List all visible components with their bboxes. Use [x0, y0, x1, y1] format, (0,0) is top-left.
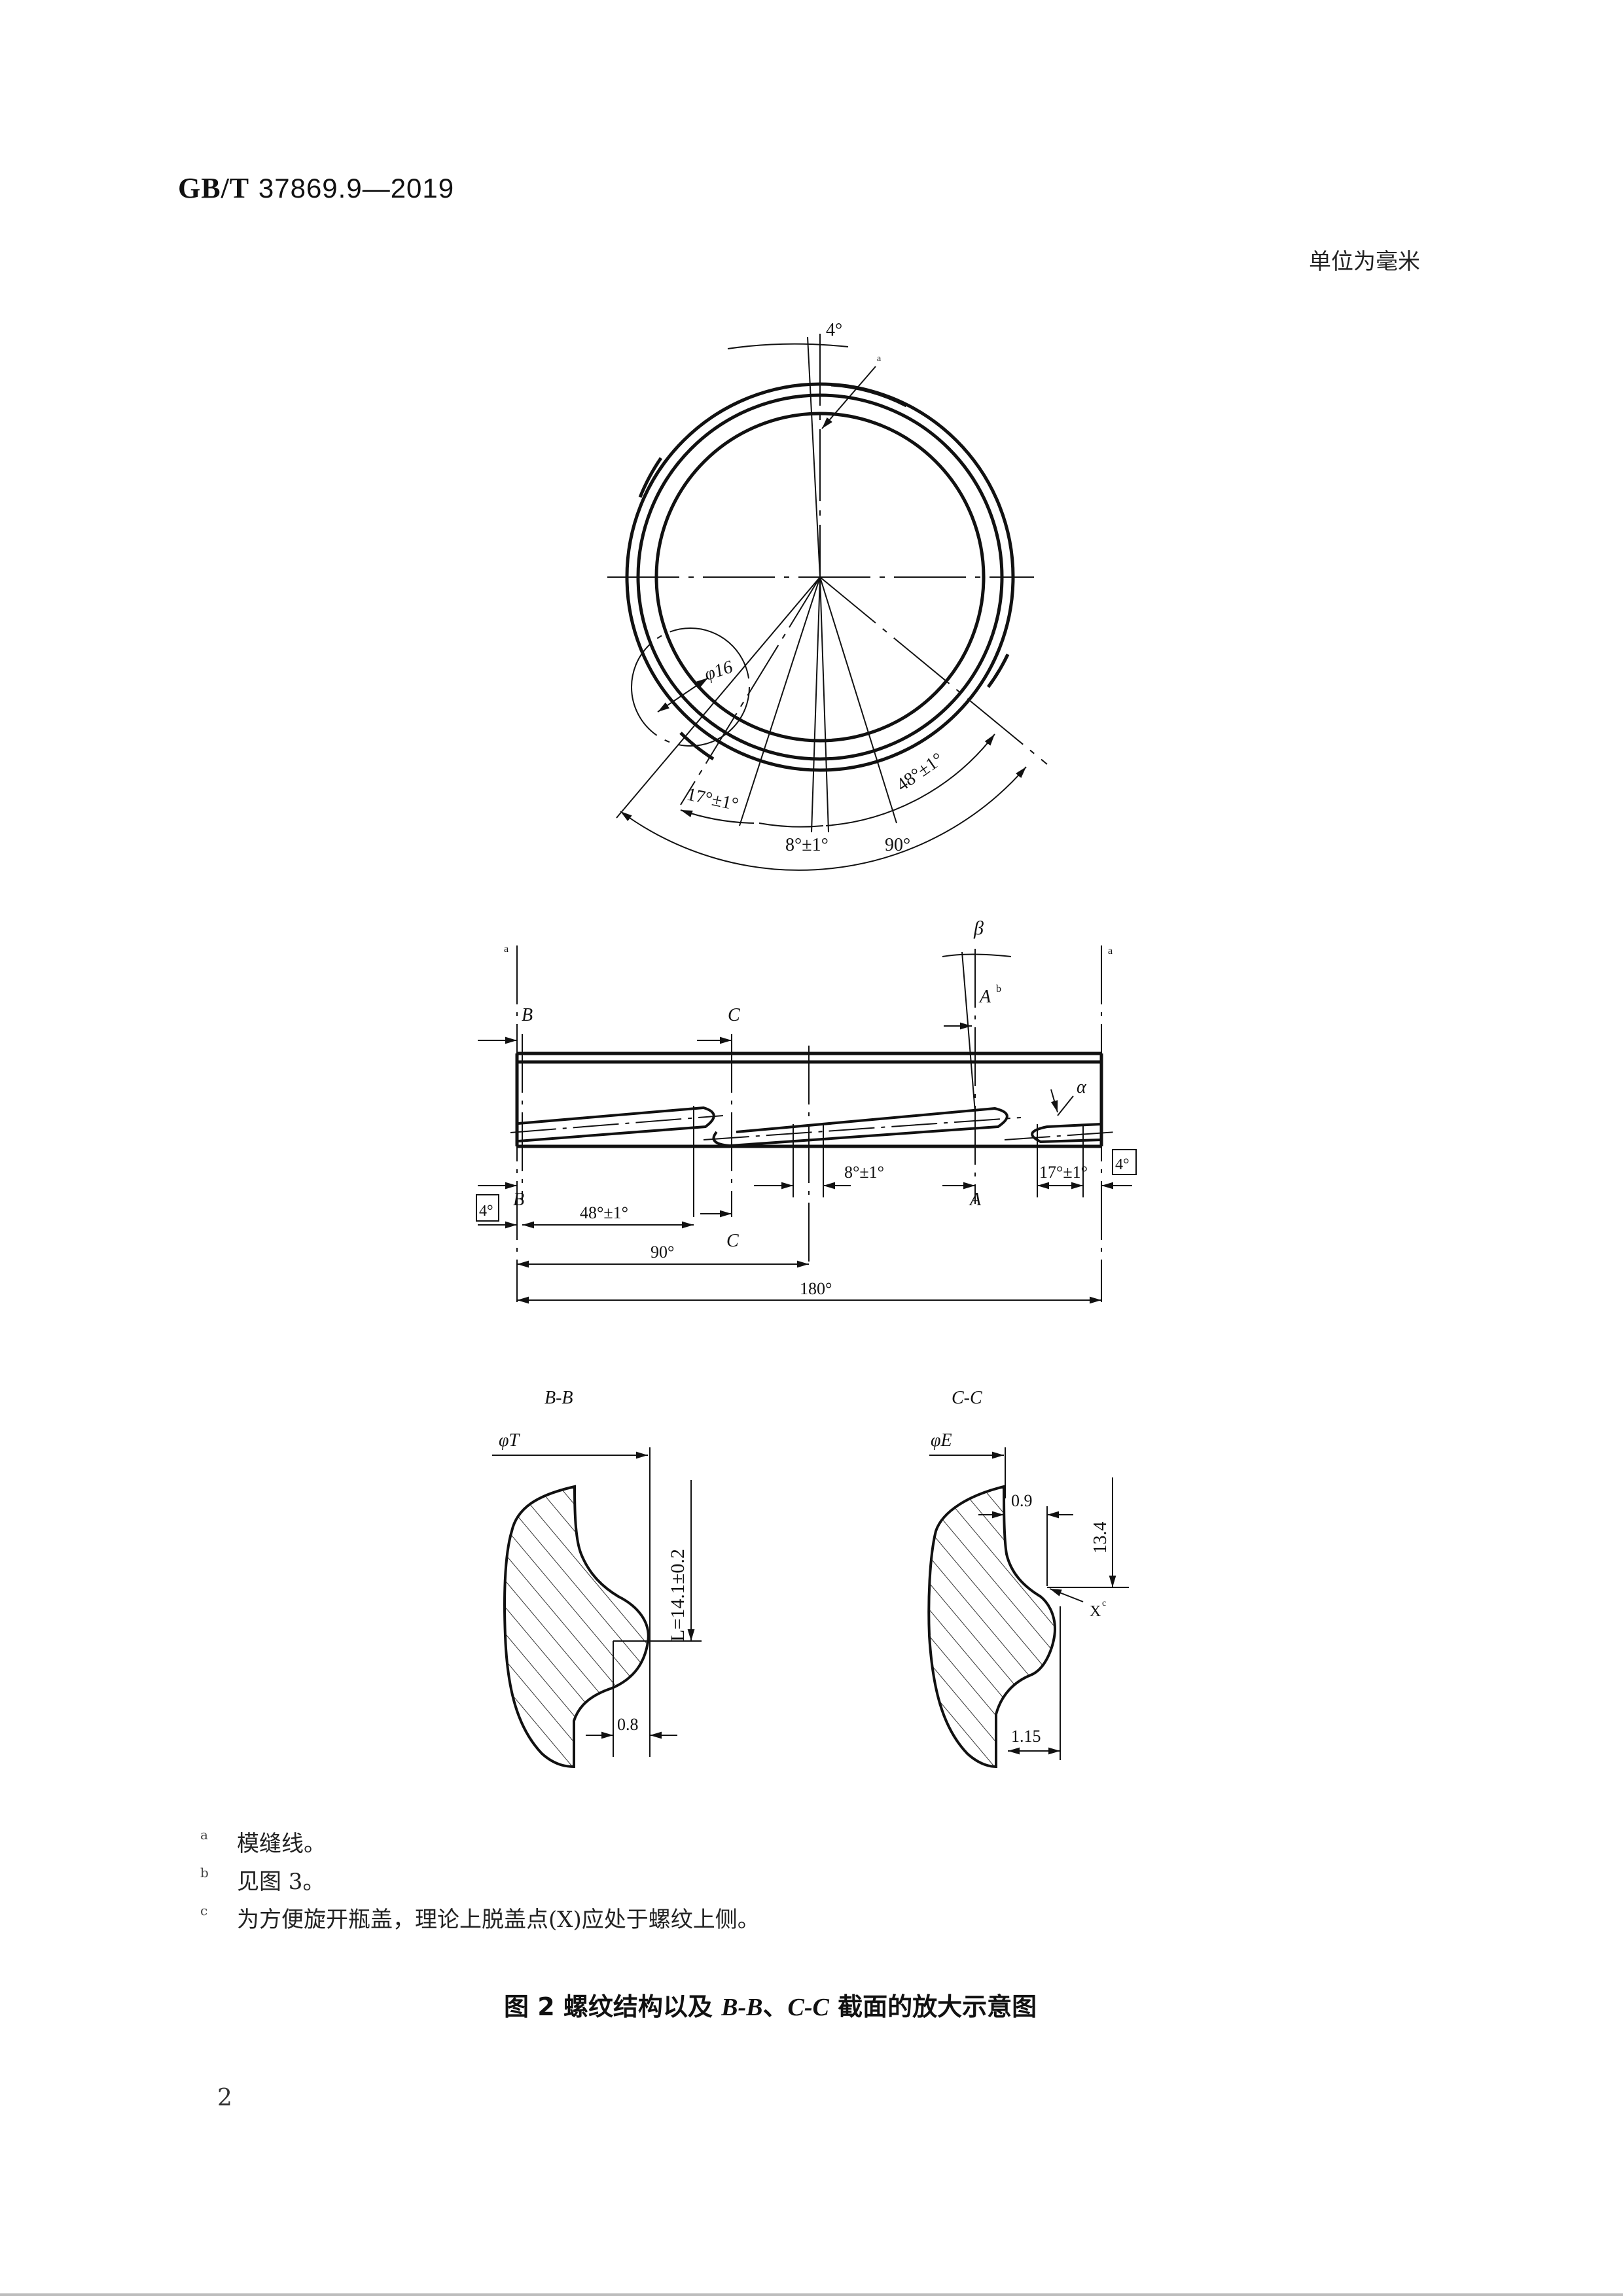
svg-text:8°±1°: 8°±1°: [844, 1163, 884, 1182]
svg-text:A: A: [969, 1190, 982, 1210]
footnote-text: 见图 3。: [237, 1869, 325, 1895]
top-view: [607, 334, 1048, 871]
svg-text:17°±1°: 17°±1°: [685, 785, 740, 815]
svg-text:B: B: [513, 1190, 524, 1210]
svg-text:C-C: C-C: [952, 1388, 982, 1408]
development-view: [476, 945, 1137, 1304]
svg-text:0.9: 0.9: [1011, 1491, 1033, 1510]
svg-text:0.8: 0.8: [617, 1715, 639, 1734]
svg-text:α: α: [1077, 1077, 1087, 1097]
svg-text:4°: 4°: [479, 1203, 493, 1220]
svg-text:48°±1°: 48°±1°: [893, 749, 947, 796]
footnote-mark: a: [200, 1827, 208, 1843]
footnote-mark: b: [200, 1865, 209, 1881]
unit-note: 单位为毫米: [1309, 249, 1420, 275]
page-bottom-edge: [0, 2293, 1623, 2296]
svg-text:φE: φE: [931, 1430, 952, 1451]
footnotes: a 模缝线。 b 见图 3。 c 为方便旋开瓶盖，理论上脱盖点(X)应处于螺纹上…: [200, 1826, 760, 1939]
svg-text:8°±1°: 8°±1°: [785, 835, 829, 855]
svg-text:17°±1°: 17°±1°: [1039, 1163, 1088, 1182]
svg-text:180°: 180°: [800, 1279, 832, 1298]
svg-text:C: C: [728, 1005, 740, 1025]
svg-text:b: b: [996, 983, 1001, 995]
svg-text:L=14.1±0.2: L=14.1±0.2: [667, 1549, 688, 1642]
development-view-labels: a a β A b α B B C C A 4° 4° 48°±1° 90° 1…: [479, 917, 1130, 1298]
svg-text:90°: 90°: [651, 1243, 674, 1262]
svg-text:a: a: [877, 354, 882, 364]
footnote-text: 模缝线。: [237, 1831, 326, 1857]
svg-text:φT: φT: [499, 1430, 520, 1451]
section-a-label: A: [978, 987, 991, 1007]
figure-caption: 图 2 螺纹结构以及 B-B、C-C 截面的放大示意图: [504, 1992, 1037, 2021]
svg-text:β: β: [973, 917, 984, 939]
section-cc: C-C φE 0.9 13.4 X c 1.15: [927, 1388, 1129, 1769]
footnote-b: b 见图 3。: [200, 1863, 760, 1901]
footnote-a: a 模缝线。: [200, 1826, 760, 1863]
svg-text:c: c: [1102, 1598, 1106, 1608]
svg-text:a: a: [1108, 945, 1113, 957]
footnote-mark: c: [200, 1903, 208, 1918]
svg-text:90°: 90°: [885, 835, 910, 855]
svg-text:a: a: [504, 944, 508, 955]
svg-text:48°±1°: 48°±1°: [580, 1203, 628, 1222]
svg-text:B: B: [522, 1005, 533, 1025]
svg-text:B-B: B-B: [544, 1388, 573, 1408]
svg-text:C: C: [726, 1231, 739, 1251]
svg-text:13.4: 13.4: [1090, 1522, 1111, 1554]
standard-number: 37869.9—2019: [258, 173, 455, 203]
section-bb: B-B φT L=14.1±0.2 0.8: [492, 1388, 702, 1769]
svg-text:4°: 4°: [826, 320, 842, 340]
footnote-text: 为方便旋开瓶盖，理论上脱盖点(X)应处于螺纹上侧。: [237, 1907, 760, 1933]
footnote-c: c 为方便旋开瓶盖，理论上脱盖点(X)应处于螺纹上侧。: [200, 1901, 760, 1939]
svg-text:1.15: 1.15: [1011, 1727, 1041, 1746]
standard-prefix: GB/T: [178, 172, 250, 204]
svg-text:φ16: φ16: [702, 657, 736, 685]
svg-text:X: X: [1090, 1603, 1101, 1620]
standard-code: GB/T 37869.9—2019: [178, 171, 454, 205]
svg-text:4°: 4°: [1115, 1156, 1130, 1173]
page-number: 2: [217, 2085, 232, 2111]
